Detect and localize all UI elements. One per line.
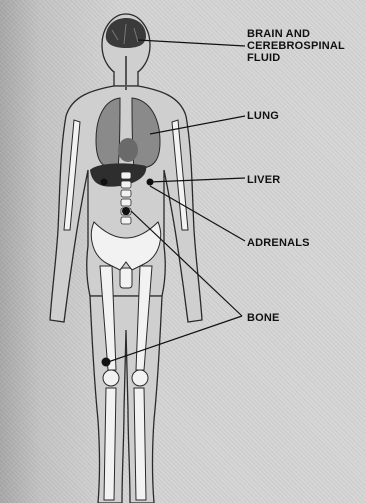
label-brain-line-2: CEREBROSPINAL xyxy=(247,40,345,52)
adrenal-left xyxy=(101,179,108,186)
label-brain-and-csf: BRAIN AND CEREBROSPINAL FLUID xyxy=(247,28,345,64)
spine-lesion xyxy=(122,207,130,215)
label-brain-line-3: FLUID xyxy=(247,52,345,64)
label-liver: LIVER xyxy=(247,174,280,186)
left-tibia xyxy=(104,388,116,500)
label-brain-line-1: BRAIN AND xyxy=(247,28,345,40)
label-bone: BONE xyxy=(247,312,280,324)
heart xyxy=(118,138,138,162)
right-knee xyxy=(132,370,148,386)
right-tibia xyxy=(134,388,146,500)
left-knee xyxy=(103,370,119,386)
label-lung: LUNG xyxy=(247,110,279,122)
leader-brain xyxy=(138,40,245,46)
legs xyxy=(90,296,162,503)
label-adrenals: ADRENALS xyxy=(247,237,310,249)
